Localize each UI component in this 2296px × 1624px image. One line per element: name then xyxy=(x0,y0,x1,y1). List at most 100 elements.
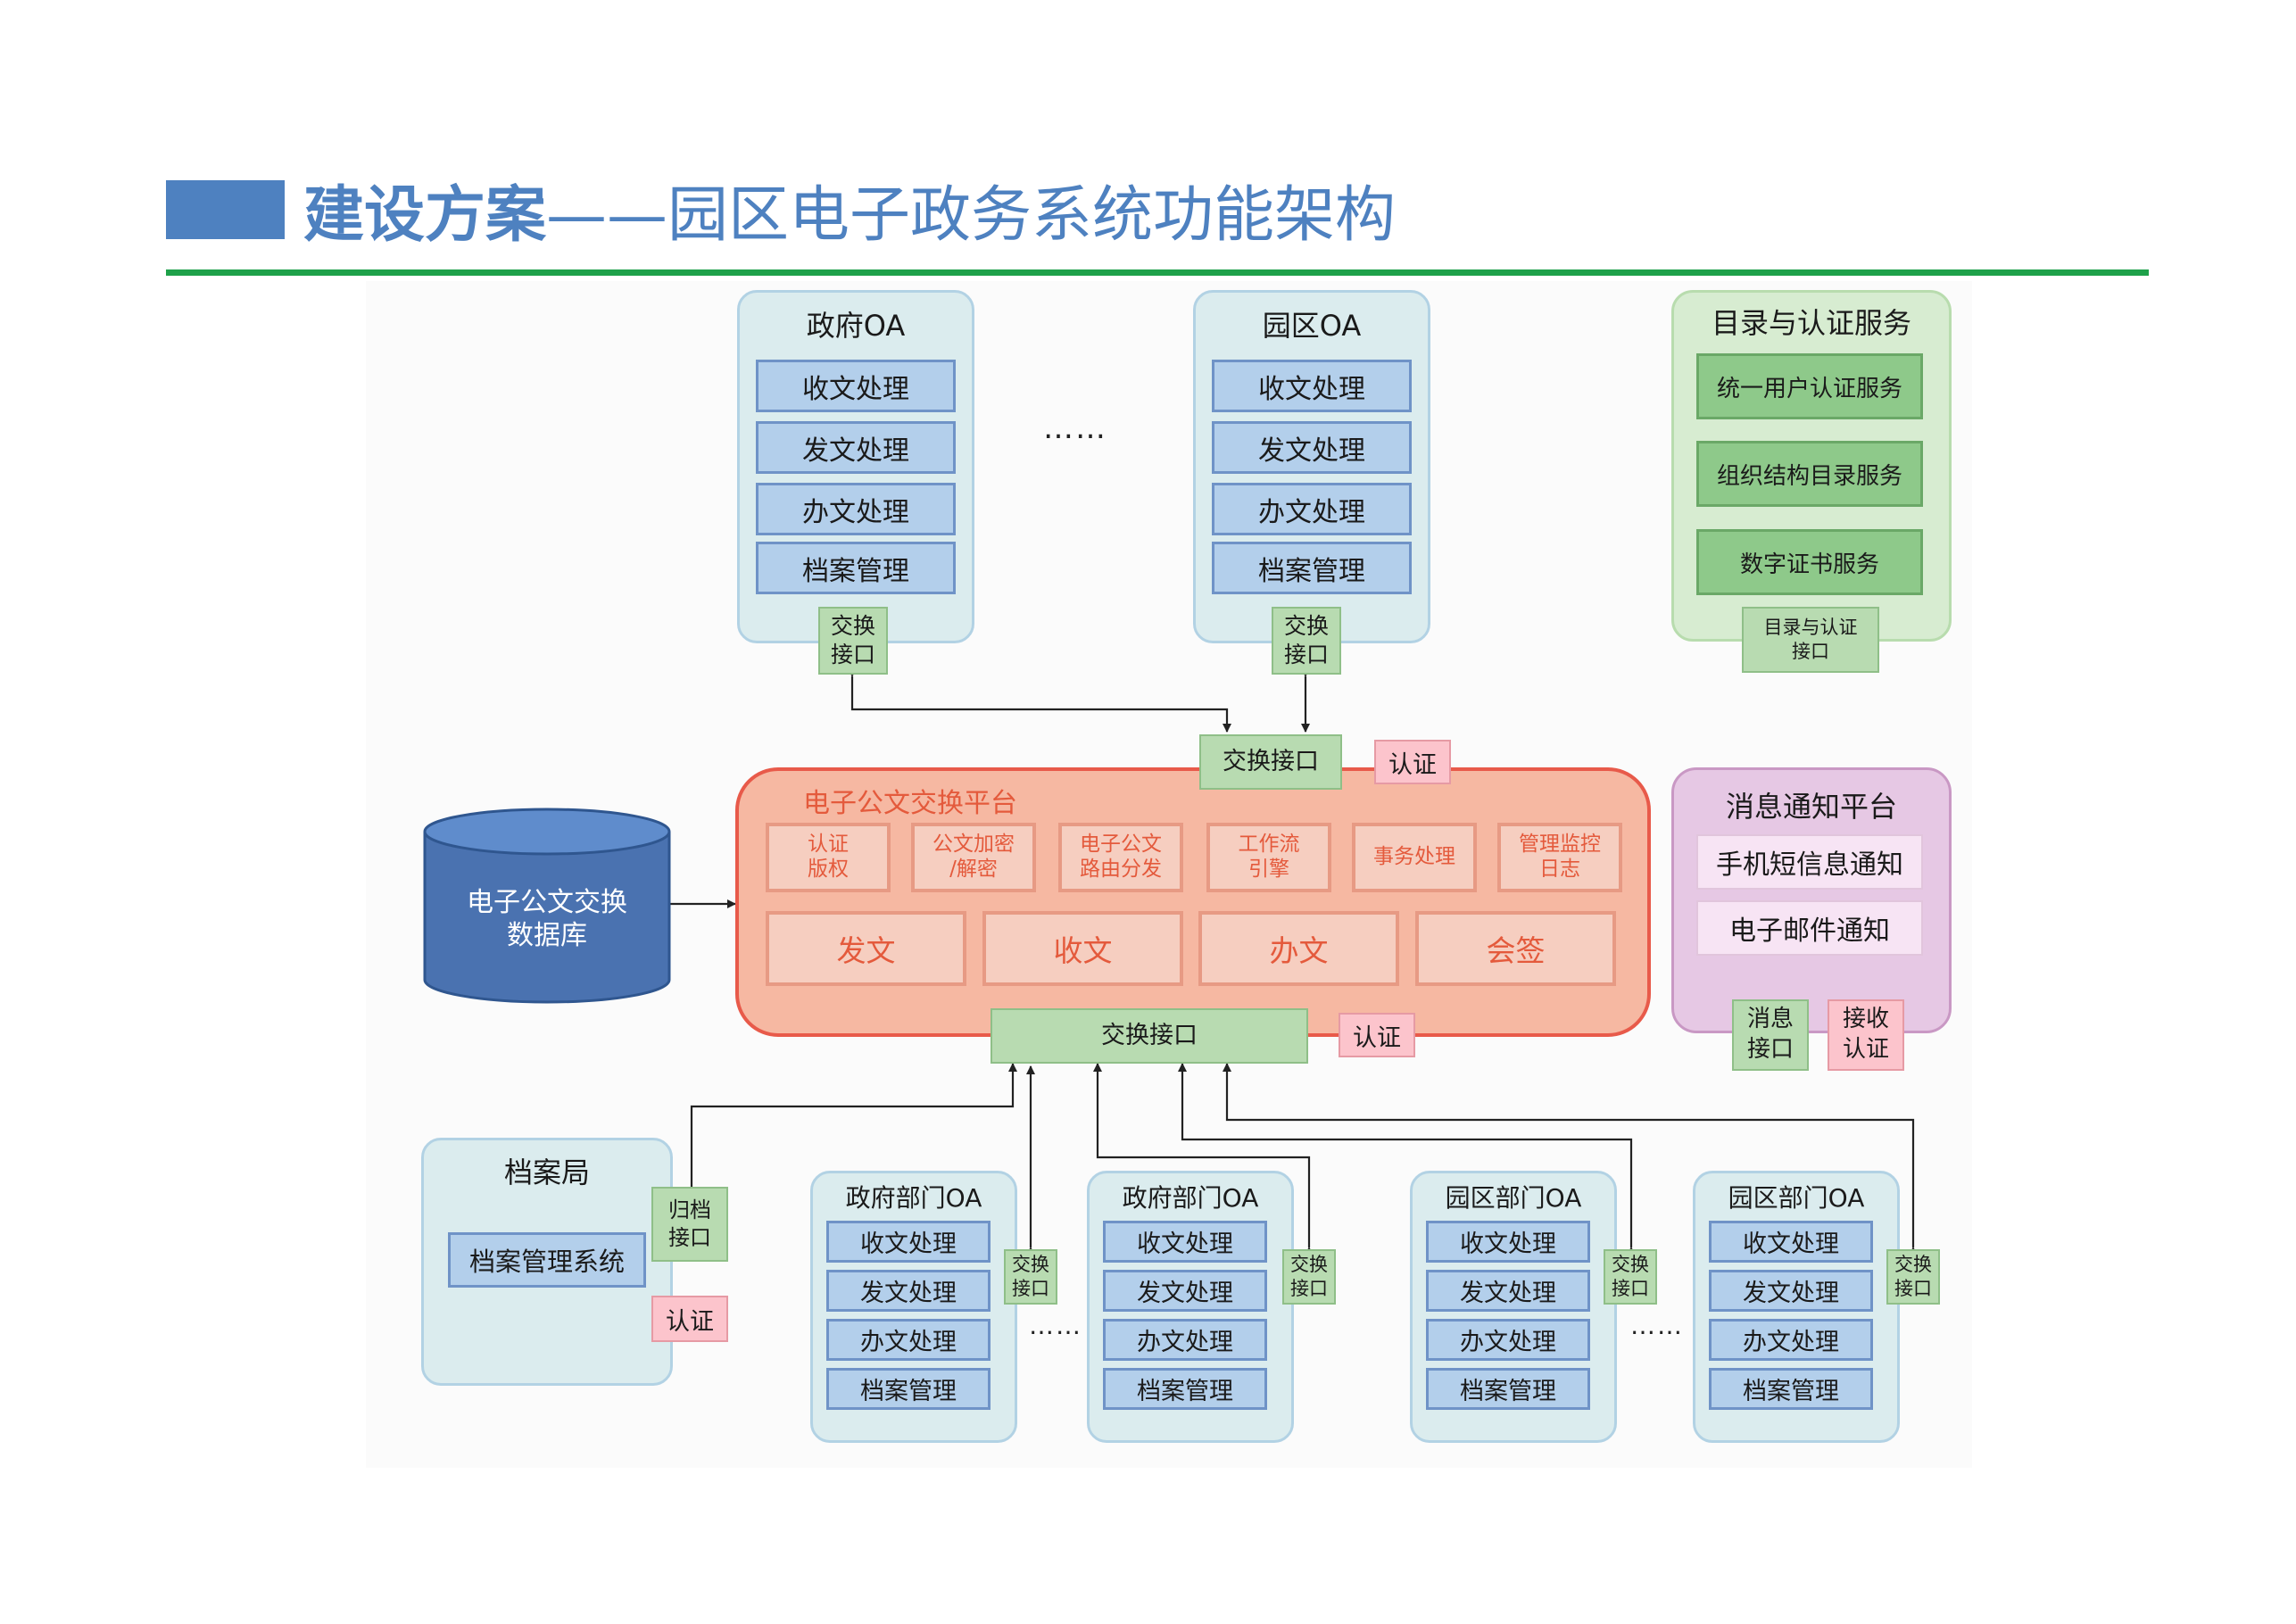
database-label-line: 数据库 xyxy=(507,920,587,951)
dept-oa-item[interactable]: 档案管理 xyxy=(1103,1368,1267,1410)
unified-auth-service[interactable]: 统一用户认证服务 xyxy=(1696,353,1923,419)
iface-line: 交换 xyxy=(1290,1253,1328,1275)
gov-oa-item[interactable]: 档案管理 xyxy=(756,542,956,594)
module-line: /解密 xyxy=(949,858,998,881)
platform-top-exchange-interface[interactable]: 交换接口 xyxy=(1199,734,1342,790)
org-directory-service[interactable]: 组织结构目录服务 xyxy=(1696,441,1923,507)
park-oa-item[interactable]: 办文处理 xyxy=(1212,483,1412,535)
module-line: 管理监控 xyxy=(1519,833,1601,857)
module-line: 工作流 xyxy=(1238,833,1300,857)
iface-line: 目录与认证 xyxy=(1763,616,1858,638)
module-line: 电子公文 xyxy=(1080,833,1162,857)
dept-oa-exchange-interface[interactable]: 交换接口 xyxy=(1004,1249,1057,1305)
park-oa-item[interactable]: 收文处理 xyxy=(1212,360,1412,412)
iface-line: 接口 xyxy=(1283,642,1329,667)
iface-line: 接口 xyxy=(1290,1278,1328,1299)
dept-oa-item[interactable]: 发文处理 xyxy=(1709,1270,1873,1312)
email-notification[interactable]: 电子邮件通知 xyxy=(1696,900,1923,956)
iface-line: 交换 xyxy=(1612,1253,1649,1275)
iface-line: 接口 xyxy=(1612,1278,1649,1299)
platform-op-receive[interactable]: 收文 xyxy=(982,911,1183,986)
archives-bureau-title: 档案局 xyxy=(503,1156,590,1189)
platform-module-encrypt[interactable]: 公文加密/解密 xyxy=(911,823,1036,892)
gov-oa-exchange-interface[interactable]: 交换接口 xyxy=(818,607,888,675)
dept-oa-item[interactable]: 档案管理 xyxy=(826,1368,991,1410)
dept-oa-exchange-interface[interactable]: 交换接口 xyxy=(1886,1249,1940,1305)
database-cylinder xyxy=(423,808,671,1004)
archives-management-system[interactable]: 档案管理系统 xyxy=(448,1232,646,1288)
dept-oa-item[interactable]: 收文处理 xyxy=(826,1221,991,1263)
iface-line: 交换 xyxy=(1012,1253,1049,1275)
archive-interface[interactable]: 归档接口 xyxy=(651,1187,728,1262)
module-line: 引擎 xyxy=(1248,858,1289,881)
gov-oa-item[interactable]: 发文处理 xyxy=(756,421,956,474)
digital-certificate-service[interactable]: 数字证书服务 xyxy=(1696,529,1923,595)
module-line: 路由分发 xyxy=(1080,858,1162,881)
header-rule xyxy=(166,269,2149,276)
exchange-platform-panel xyxy=(735,767,1651,1037)
module-line: 公文加密 xyxy=(932,833,1015,857)
module-line: 版权 xyxy=(808,858,849,881)
dept-oa-item[interactable]: 办文处理 xyxy=(826,1319,991,1361)
platform-module-auth-copyright[interactable]: 认证版权 xyxy=(766,823,891,892)
auth-line: 认证 xyxy=(1842,1036,1889,1063)
message-interface[interactable]: 消息接口 xyxy=(1732,999,1809,1071)
platform-module-transaction[interactable]: 事务处理 xyxy=(1352,823,1477,892)
ellipsis-top: …… xyxy=(1043,410,1107,446)
ellipsis-bottom-right: …… xyxy=(1630,1310,1684,1340)
platform-op-process[interactable]: 办文 xyxy=(1198,911,1399,986)
park-oa-item[interactable]: 档案管理 xyxy=(1212,542,1412,594)
dept-oa-item[interactable]: 发文处理 xyxy=(826,1270,991,1312)
dept-oa-exchange-interface[interactable]: 交换接口 xyxy=(1282,1249,1336,1305)
iface-line: 交换 xyxy=(1894,1253,1932,1275)
module-line: 认证 xyxy=(808,833,849,857)
iface-line: 交换 xyxy=(830,612,875,639)
gov-oa-title: 政府OA xyxy=(806,309,906,343)
iface-line: 接口 xyxy=(1012,1278,1049,1299)
message-platform-title: 消息通知平台 xyxy=(1725,790,1897,824)
dept-oa-item[interactable]: 办文处理 xyxy=(1426,1319,1590,1361)
dept-oa-item[interactable]: 收文处理 xyxy=(1709,1221,1873,1263)
directory-auth-title: 目录与认证服务 xyxy=(1711,306,1911,340)
dept-oa-item[interactable]: 办文处理 xyxy=(1103,1319,1267,1361)
dept-oa-item[interactable]: 发文处理 xyxy=(1426,1270,1590,1312)
dept-oa-item[interactable]: 收文处理 xyxy=(1103,1221,1267,1263)
database-label: 电子公文交换数据库 xyxy=(425,879,669,959)
header-accent-block xyxy=(166,180,285,239)
platform-op-countersign[interactable]: 会签 xyxy=(1415,911,1616,986)
directory-auth-interface[interactable]: 目录与认证接口 xyxy=(1742,607,1879,673)
page-title: 建设方案——园区电子政务系统功能架构 xyxy=(303,186,1396,246)
platform-module-workflow[interactable]: 工作流引擎 xyxy=(1206,823,1331,892)
iface-line: 归档 xyxy=(668,1197,711,1222)
dept-oa-item[interactable]: 办文处理 xyxy=(1709,1319,1873,1361)
gov-oa-item[interactable]: 收文处理 xyxy=(756,360,956,412)
platform-bottom-exchange-interface[interactable]: 交换接口 xyxy=(991,1008,1308,1064)
iface-line: 接口 xyxy=(1894,1278,1932,1299)
park-oa-title: 园区OA xyxy=(1262,309,1362,343)
dept-oa-item[interactable]: 档案管理 xyxy=(1709,1368,1873,1410)
sms-notification[interactable]: 手机短信息通知 xyxy=(1696,834,1923,890)
dept-oa-exchange-interface[interactable]: 交换接口 xyxy=(1604,1249,1657,1305)
dept-oa-item[interactable]: 收文处理 xyxy=(1426,1221,1590,1263)
platform-bottom-auth[interactable]: 认证 xyxy=(1339,1013,1415,1057)
gov-oa-item[interactable]: 办文处理 xyxy=(756,483,956,535)
module-line: 事务处理 xyxy=(1373,845,1455,869)
park-oa-exchange-interface[interactable]: 交换接口 xyxy=(1272,607,1341,675)
iface-line: 接口 xyxy=(668,1225,711,1250)
archives-auth[interactable]: 认证 xyxy=(651,1296,728,1342)
page-title-rest: ——园区电子政务系统功能架构 xyxy=(546,180,1397,251)
dept-oa-title: 政府部门OA xyxy=(845,1183,982,1213)
platform-module-routing[interactable]: 电子公文路由分发 xyxy=(1058,823,1183,892)
platform-op-send[interactable]: 发文 xyxy=(766,911,966,986)
platform-title: 电子公文交换平台 xyxy=(803,788,1017,819)
platform-module-monitoring[interactable]: 管理监控日志 xyxy=(1497,823,1622,892)
iface-line: 接口 xyxy=(830,642,875,667)
park-oa-item[interactable]: 发文处理 xyxy=(1212,421,1412,474)
dept-oa-item[interactable]: 档案管理 xyxy=(1426,1368,1590,1410)
platform-top-auth[interactable]: 认证 xyxy=(1374,740,1451,784)
dept-oa-item[interactable]: 发文处理 xyxy=(1103,1270,1267,1312)
page-title-bold: 建设方案 xyxy=(303,180,547,251)
auth-line: 接收 xyxy=(1842,1006,1889,1033)
receive-auth[interactable]: 接收认证 xyxy=(1828,999,1904,1071)
